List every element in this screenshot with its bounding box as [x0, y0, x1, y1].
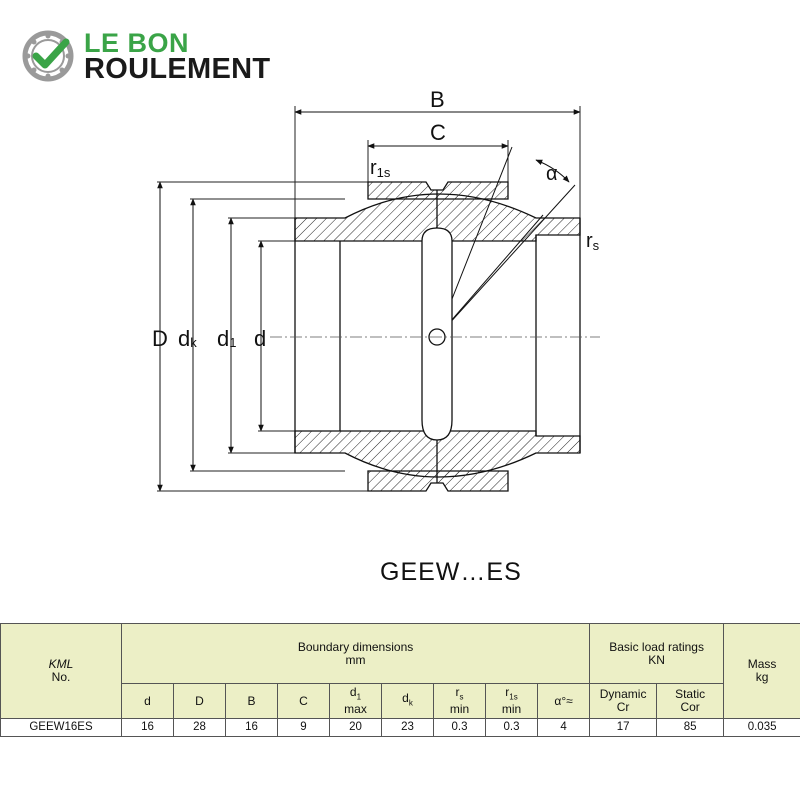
col-dynamic: Dynamic Cr: [589, 683, 658, 719]
brand-name-line1: LE BON: [84, 28, 190, 58]
dimension-labels: B C r1s α rs D dk d1 d: [152, 87, 600, 351]
col-r1s: r1s min: [485, 683, 538, 719]
model-column-header: KML No.: [0, 623, 122, 719]
bearing-cross-section-diagram: B C r1s α rs D dk d1 d: [152, 87, 600, 492]
cell-cor: 85: [656, 718, 725, 737]
table-header-row: KML No. Boundary dimensions mm Basic loa…: [0, 623, 800, 719]
mass-label: Mass: [747, 657, 777, 671]
load-label: Basic load ratings: [609, 639, 704, 654]
label-rs: rs: [586, 230, 600, 253]
label-B: B: [430, 87, 445, 112]
cell-C: 9: [277, 718, 330, 737]
no-label: No.: [51, 670, 71, 684]
bearing-check-icon: [22, 30, 74, 82]
cell-model: GEEW16ES: [0, 718, 122, 737]
brand-logo: LE BON ROULEMENT: [22, 28, 302, 88]
col-dk: dk: [381, 683, 434, 719]
load-unit: KN: [648, 652, 665, 667]
mass-header: Mass kg: [723, 623, 800, 719]
spec-table: KML No. Boundary dimensions mm Basic loa…: [0, 623, 800, 737]
label-C: C: [430, 120, 446, 145]
col-D: D: [173, 683, 226, 719]
cell-d: 16: [121, 718, 174, 737]
cell-r1s: 0.3: [485, 718, 538, 737]
col-static: Static Cor: [656, 683, 725, 719]
cell-d1: 20: [329, 718, 382, 737]
brand-name-line2: ROULEMENT: [84, 53, 271, 85]
col-C: C: [277, 683, 330, 719]
label-dk: dk: [178, 326, 197, 351]
cell-alpha: 4: [536, 718, 591, 737]
label-d1: d1: [217, 326, 236, 351]
cell-D: 28: [173, 718, 226, 737]
table-row: GEEW16ES 16 28 16 9 20 23 0.3 0.3 4 17 8…: [0, 718, 800, 737]
boundary-dimensions-header: Boundary dimensions mm: [120, 623, 591, 684]
kml-label: KML: [48, 657, 74, 671]
cell-cr: 17: [589, 718, 658, 737]
label-d: d: [254, 326, 266, 351]
outer-ring: [367, 181, 509, 492]
col-B: B: [225, 683, 278, 719]
cell-dk: 23: [381, 718, 434, 737]
mass-unit: kg: [755, 670, 769, 684]
col-rs: rs min: [433, 683, 486, 719]
col-d: d: [121, 683, 174, 719]
col-alpha: α°≈: [536, 683, 591, 719]
cell-rs: 0.3: [433, 718, 486, 737]
model-series-label: GEEW…ES: [380, 558, 522, 586]
boundary-unit: mm: [345, 652, 366, 667]
cell-mass: 0.035: [723, 718, 800, 737]
boundary-label: Boundary dimensions: [297, 639, 414, 654]
label-r1s: r1s: [370, 157, 391, 180]
col-d1: d1 max: [329, 683, 382, 719]
label-D: D: [152, 326, 168, 351]
load-ratings-header: Basic load ratings KN: [589, 623, 725, 684]
cell-B: 16: [225, 718, 278, 737]
table-subheader-row: d D B C d1 max dk rs min r1s min α°≈ Dyn…: [0, 683, 800, 719]
label-alpha: α: [546, 163, 558, 185]
